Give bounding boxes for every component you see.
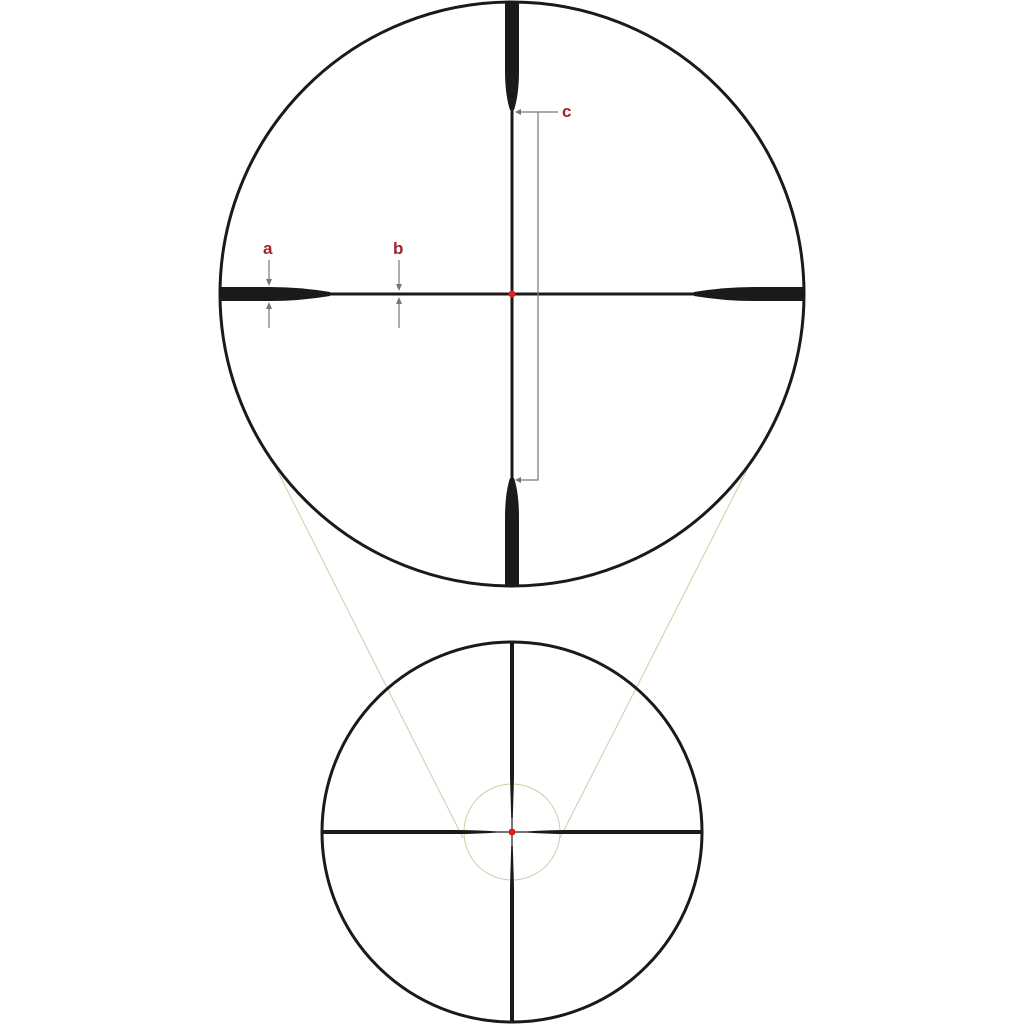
callout-c-arrow-top-head	[515, 109, 521, 115]
full-vertical-top-taper	[510, 777, 514, 818]
full-center-dot	[508, 828, 516, 836]
magnified-horizontal-post-right	[694, 287, 804, 301]
dimension-callouts: a b c	[263, 102, 571, 483]
callout-c-arrow-bottom-head	[515, 477, 521, 483]
callout-a: a	[263, 239, 273, 328]
magnified-vertical-post-top	[505, 2, 519, 110]
magnified-horizontal-post-left	[220, 287, 330, 301]
magnified-reticle	[218, 0, 806, 588]
zoom-line-right	[559, 461, 752, 839]
full-vertical-bottom-post	[510, 887, 514, 1022]
magnified-vertical-post-bottom	[505, 478, 519, 586]
full-horizontal-left-post	[322, 830, 457, 834]
callout-b-label: b	[393, 239, 403, 258]
callout-a-label: a	[263, 239, 273, 258]
callout-b: b	[393, 239, 403, 328]
callout-c-label: c	[562, 102, 571, 121]
magnified-center-dot	[508, 290, 516, 298]
zoom-line-left	[272, 461, 464, 839]
full-vertical-top-post	[510, 642, 514, 777]
callout-b-arrow-top-head	[396, 284, 402, 291]
callout-c: c	[515, 102, 571, 483]
full-reticle	[320, 640, 704, 1024]
full-horizontal-left-taper	[457, 830, 496, 834]
full-vertical-bottom-taper	[510, 846, 514, 887]
callout-c-bracket	[518, 111, 558, 481]
full-horizontal-right-taper	[528, 830, 567, 834]
callout-b-arrow-bottom-head	[396, 297, 402, 304]
full-horizontal-right-post	[567, 830, 702, 834]
callout-a-arrow-top-head	[266, 279, 272, 286]
callout-a-arrow-bottom-head	[266, 302, 272, 309]
